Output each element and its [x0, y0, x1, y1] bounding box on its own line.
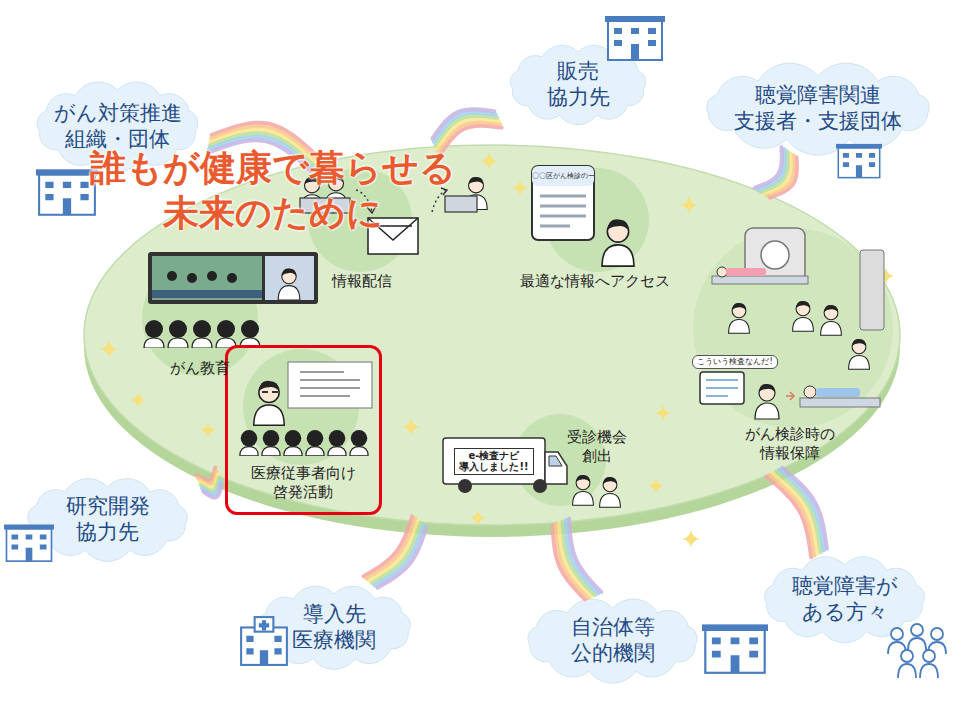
partner-label: 販売 協力先 — [541, 58, 615, 111]
activity-label: 情報配信 — [332, 272, 392, 291]
building-icon — [702, 624, 768, 672]
slogan-text: 誰もが健康で暮らせる 未来のために — [82, 145, 464, 235]
partner-cloud: 導入先 医療機関 — [245, 582, 423, 672]
rainbow-stripe — [437, 119, 499, 148]
rainbow-stripe — [758, 149, 785, 189]
rainbow-stripe — [767, 155, 794, 195]
cloud-outline — [15, 475, 200, 564]
partner-label: がん対策推進 組織・団体 — [49, 100, 186, 153]
rainbow-stripe — [782, 468, 827, 549]
rainbow-stripe — [767, 476, 812, 557]
partner-label: 聴覚障害関連 支援者・支援団体 — [728, 82, 909, 135]
speech-bubble: こういう検査なんだ! — [692, 355, 777, 369]
partner-cloud: 聴覚障害関連 支援者・支援団体 — [693, 64, 943, 153]
rainbow-stripe — [556, 524, 588, 597]
activity-label: 受診機会 創出 — [563, 428, 632, 466]
building-icon — [605, 16, 665, 60]
activity-label: 医療従事者向け 啓発活動 — [246, 464, 360, 502]
building-icon — [836, 144, 882, 178]
building-icons — [4, 16, 946, 678]
highlight-box: 医療従事者向け 啓発活動 — [225, 345, 382, 515]
rainbow-stripe — [553, 526, 585, 599]
cloud-outline — [245, 582, 423, 672]
rainbow-stripe — [764, 153, 791, 193]
platform-ellipse: 情報配信 最適な情報へアクセスがん教育医療従事者向け 啓発活動 受診機会 創出 がん検… — [82, 145, 902, 537]
rainbow-stripe — [378, 528, 427, 588]
rainbow-stripe — [776, 471, 821, 552]
partner-cloud: 自治体等 公的機関 — [515, 596, 710, 685]
rainbow-stripe — [761, 151, 788, 191]
activity-circle: がん教育 — [135, 250, 275, 380]
partner-cloud: 研究開発 協力先 — [15, 475, 200, 564]
partner-cloud: 販売 協力先 — [498, 40, 658, 129]
rainbow-stripe — [773, 473, 818, 554]
rainbow-stripe — [755, 147, 782, 187]
activity-circle: がん検診時の 情報保障 — [695, 222, 895, 467]
rainbow-stripe — [435, 116, 497, 145]
cloud-outline — [498, 40, 658, 129]
partner-label: 導入先 医療機関 — [286, 601, 383, 654]
activity-label: 最適な情報へアクセス — [520, 272, 670, 291]
cloud-outline — [515, 596, 710, 685]
rainbow-stripe — [434, 112, 496, 141]
rainbow-stripe — [779, 470, 824, 551]
rainbow-connector — [755, 147, 797, 197]
activity-label: がん検診時の 情報保障 — [741, 425, 840, 463]
phone-screen-text: 〇〇区がん検診のー — [532, 173, 595, 181]
partner-label: 自治体等 公的機関 — [564, 614, 661, 667]
rainbow-stripe — [559, 523, 591, 596]
truck-sign: e-検査ナビ 導入しました!! — [454, 448, 534, 475]
cloud-outline — [752, 553, 937, 645]
rainbow-stripe — [770, 157, 797, 197]
cloud-outline — [693, 64, 943, 153]
activity-label: がん教育 — [170, 359, 230, 378]
partner-cloud: 聴覚障害が ある方々 — [752, 553, 937, 645]
partner-label: 聴覚障害が ある方々 — [786, 573, 904, 626]
rainbow-stripe — [432, 109, 494, 138]
activity-circle: 最適な情報へアクセス — [520, 165, 680, 295]
rainbow-stripe — [375, 525, 424, 585]
people-icon — [888, 624, 946, 678]
partner-label: 研究開発 協力先 — [59, 493, 156, 546]
building-icon — [36, 169, 98, 214]
rainbow-stripe — [770, 475, 815, 556]
